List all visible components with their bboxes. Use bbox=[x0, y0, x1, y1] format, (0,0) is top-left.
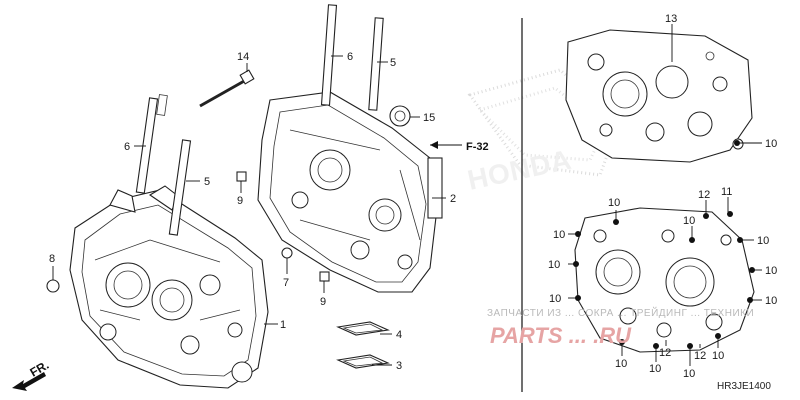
dowel-pin-9b bbox=[319, 271, 330, 282]
callout-6b: 6 bbox=[347, 51, 353, 63]
watermark-site: PARTS ... .RU bbox=[490, 323, 632, 348]
callout-10-k: 10 bbox=[683, 368, 695, 380]
bolt-10-markers bbox=[573, 140, 755, 349]
washer-8 bbox=[46, 279, 60, 293]
callout-1: 1 bbox=[280, 319, 286, 331]
callout-10-i: 10 bbox=[615, 358, 627, 370]
diagram-code: HR3JE1400 bbox=[717, 381, 771, 392]
callout-10-g: 10 bbox=[765, 265, 777, 277]
callout-6a: 6 bbox=[124, 141, 130, 153]
callout-10-a: 10 bbox=[608, 197, 620, 209]
callout-10-f: 10 bbox=[757, 235, 769, 247]
callout-labels: 1 2 3 4 5 5 6 6 7 8 9 9 14 15 13 10 12 1… bbox=[49, 13, 777, 380]
callout-12a: 12 bbox=[698, 189, 710, 201]
o-ring-7 bbox=[281, 247, 293, 259]
callout-10-b: 10 bbox=[683, 215, 695, 227]
callout-14: 14 bbox=[237, 51, 249, 63]
callout-10-h: 10 bbox=[765, 295, 777, 307]
callout-10-l: 10 bbox=[712, 350, 724, 362]
dowel-pin-9a bbox=[236, 171, 247, 182]
callout-5b: 5 bbox=[390, 57, 396, 69]
callout-5a: 5 bbox=[204, 176, 210, 188]
callout-12c: 12 bbox=[694, 350, 706, 362]
crankcase-right bbox=[257, 91, 443, 293]
strainer-4 bbox=[336, 321, 390, 336]
leader-lines bbox=[52, 24, 762, 366]
callout-2: 2 bbox=[450, 193, 456, 205]
callout-10-d: 10 bbox=[548, 259, 560, 271]
callout-8: 8 bbox=[49, 253, 55, 265]
callout-15: 15 bbox=[423, 112, 435, 124]
stud-bolts-upper bbox=[320, 4, 384, 111]
crankcase-top-view bbox=[565, 29, 753, 163]
callout-9b: 9 bbox=[320, 296, 326, 308]
watermark-caption: ЗАПЧАСТИ ИЗ ... СОКРА ... ТРЕЙДИНГ ... Т… bbox=[487, 306, 754, 319]
reference-f32: F-32 bbox=[466, 141, 489, 153]
callout-10-c: 10 bbox=[553, 229, 565, 241]
strainer-3 bbox=[336, 354, 390, 369]
front-direction-arrow: FR. bbox=[12, 358, 51, 391]
crankcase-left bbox=[69, 185, 269, 389]
callout-10-e: 10 bbox=[549, 293, 561, 305]
bolt-14 bbox=[199, 69, 255, 108]
callout-13: 13 bbox=[665, 13, 677, 25]
callout-12b: 12 bbox=[659, 347, 671, 359]
crankcase-bottom-view bbox=[574, 207, 755, 353]
callout-9a: 9 bbox=[237, 195, 243, 207]
callout-10-top: 10 bbox=[765, 138, 777, 150]
stud-bolts-left bbox=[135, 94, 192, 236]
callout-10-j: 10 bbox=[649, 363, 661, 375]
front-label: FR. bbox=[28, 358, 52, 380]
callout-11: 11 bbox=[721, 186, 732, 198]
callout-4: 4 bbox=[396, 329, 402, 341]
callout-3: 3 bbox=[396, 360, 402, 372]
oil-seal-15 bbox=[389, 105, 411, 127]
callout-7: 7 bbox=[283, 277, 289, 289]
